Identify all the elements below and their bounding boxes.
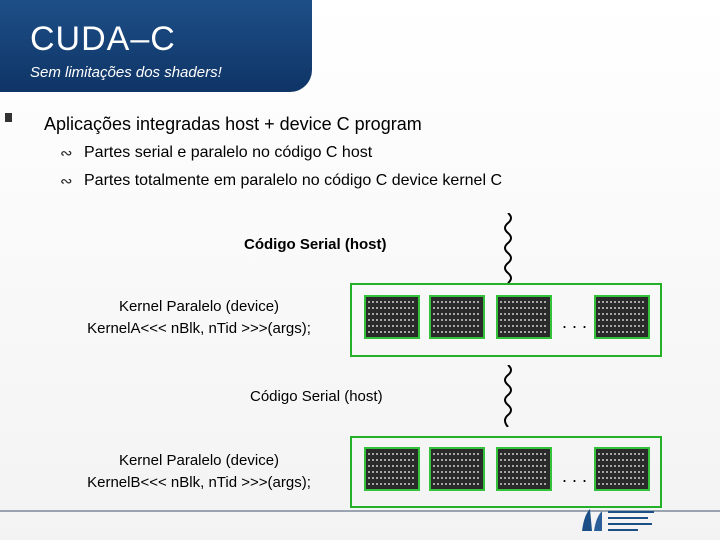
wavy-thread-icon xyxy=(504,213,512,283)
serial-code-label: Código Serial (host) xyxy=(244,236,387,253)
thread-block xyxy=(364,447,420,491)
thread-block xyxy=(429,447,485,491)
sub-bullet-2: ∾ Partes totalmente em paralelo no códig… xyxy=(60,172,502,190)
thread-block xyxy=(594,295,650,339)
thread-block-icon xyxy=(598,301,646,333)
thread-block-icon xyxy=(433,453,481,485)
main-bullet-text: Aplicações integradas host + device C pr… xyxy=(44,114,422,134)
thread-block xyxy=(429,295,485,339)
wave-dash-icon: ∾ xyxy=(60,145,73,162)
ellipsis: . . . xyxy=(562,466,588,486)
thread-block-icon xyxy=(598,453,646,485)
kernel-a-title: Kernel Paralelo (device) xyxy=(118,298,280,315)
wavy-thread-icon xyxy=(504,365,512,427)
page-title: CUDA–C xyxy=(30,20,176,58)
thread-block-icon xyxy=(368,301,416,333)
lab-logo-icon xyxy=(582,509,654,531)
footer-divider xyxy=(0,510,720,512)
sub-bullet-1: ∾ Partes serial e paralelo no código C h… xyxy=(60,144,372,162)
square-bullet-icon xyxy=(5,113,12,122)
kernel-b-box xyxy=(350,436,662,508)
sub-bullet-text: Partes serial e paralelo no código C hos… xyxy=(84,144,373,161)
thread-block xyxy=(364,295,420,339)
kernel-b-label: Kernel Paralelo (device) KernelB<<< nBlk… xyxy=(50,450,348,494)
kernel-a-call: KernelA<<< nBlk, nTid >>>(args); xyxy=(87,320,311,337)
thread-block-icon xyxy=(500,301,548,333)
kernel-a-box xyxy=(350,283,662,357)
thread-block-icon xyxy=(368,453,416,485)
thread-block xyxy=(496,295,552,339)
ellipsis: . . . xyxy=(562,312,588,332)
page-subtitle: Sem limitações dos shaders! xyxy=(30,64,222,81)
kernel-b-title: Kernel Paralelo (device) xyxy=(118,452,280,469)
sub-bullet-text: Partes totalmente em paralelo no código … xyxy=(84,172,502,189)
thread-block-icon xyxy=(500,453,548,485)
serial-code-label: Código Serial (host) xyxy=(250,388,383,405)
thread-block-icon xyxy=(433,301,481,333)
wave-dash-icon: ∾ xyxy=(60,173,73,190)
kernel-b-call: KernelB<<< nBlk, nTid >>>(args); xyxy=(87,474,311,491)
thread-block xyxy=(496,447,552,491)
kernel-a-label: Kernel Paralelo (device) KernelA<<< nBlk… xyxy=(50,296,348,340)
title-banner: CUDA–C Sem limitações dos shaders! xyxy=(0,0,312,92)
thread-block xyxy=(594,447,650,491)
